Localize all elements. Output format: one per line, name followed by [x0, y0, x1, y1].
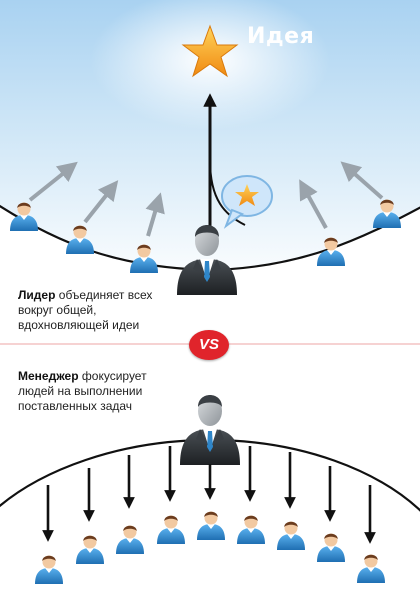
leader-arrow-curve: [209, 159, 246, 226]
manager-caption: Менеджер фокусирует людей на выполнении …: [18, 369, 178, 414]
worker-person-1: [35, 555, 63, 584]
vs-badge: VS: [189, 330, 229, 360]
manager-caption-head: Менеджер: [18, 369, 79, 383]
leader-caption: Лидер объединяет всех вокруг общей, вдох…: [18, 288, 178, 333]
manager-caption-text: фокусирует людей на выполнении поставлен…: [18, 369, 147, 413]
worker-person-6: [237, 515, 265, 544]
leader-caption-text: объединяет всех вокруг общей, вдохновляю…: [18, 288, 153, 332]
worker-person-5: [197, 511, 225, 540]
manager-businessman: [180, 395, 240, 465]
idea-title: Идея: [247, 24, 315, 49]
star-glow: [90, 0, 330, 130]
follower-arrow-4: [299, 179, 328, 229]
follower-arrow-3: [145, 192, 165, 237]
worker-person-7: [277, 521, 305, 550]
leader-caption-head: Лидер: [18, 288, 56, 302]
follower-arrow-2: [83, 180, 119, 224]
star-icon: [181, 24, 239, 78]
worker-person-9: [357, 554, 385, 583]
worker-person-2: [76, 535, 104, 564]
ground-below-arc: [0, 206, 420, 290]
follower-arrow-5: [340, 161, 384, 200]
worker-person-4: [157, 515, 185, 544]
worker-person-8: [317, 533, 345, 562]
speech-bubble-icon: [221, 175, 273, 229]
worker-person-3: [116, 525, 144, 554]
follower-arrow-1: [28, 161, 78, 202]
